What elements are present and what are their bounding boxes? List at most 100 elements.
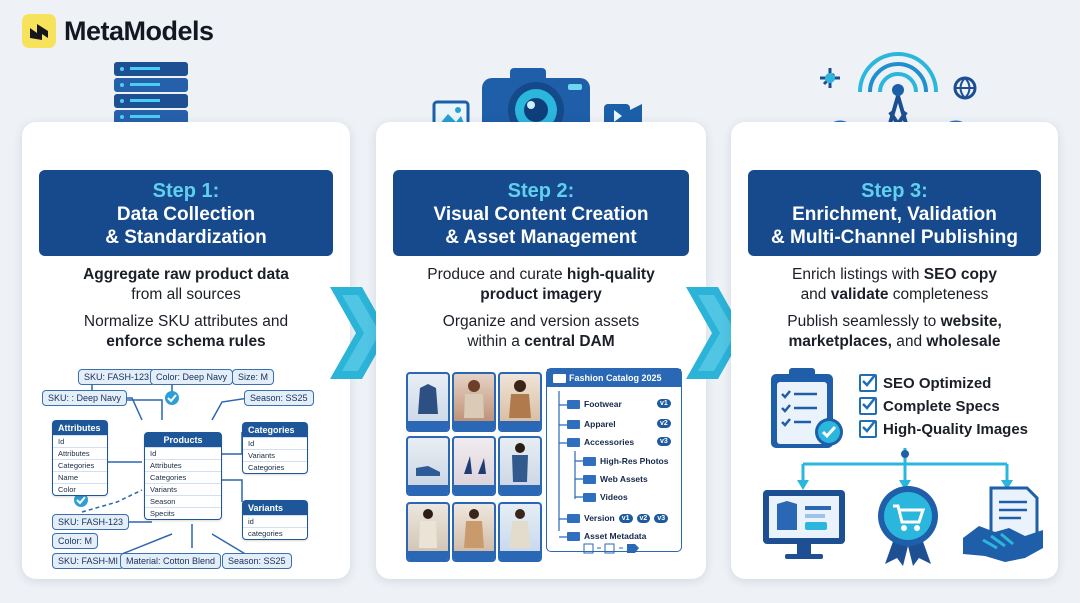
step-3-card: Step 3: Enrichment, Validation & Multi-C… [731, 122, 1058, 579]
table-row: Season [145, 495, 221, 507]
desc-text: Publish seamlessly to [787, 313, 937, 330]
tree-item-label: Apparel [584, 419, 616, 429]
desc-bold: Aggregate raw product data [83, 266, 289, 283]
chevron-right-icon [330, 287, 388, 379]
season-tag: Season: SS25 [222, 553, 292, 569]
desc-bold: high-quality [566, 266, 655, 283]
desc-bold: wholesale [926, 333, 1001, 350]
step-2-title-line1: Visual Content Creation [433, 204, 649, 225]
product-photo[interactable] [498, 436, 542, 496]
step-1-title-line1: Data Collection [116, 204, 256, 225]
chevron-right-icon [686, 287, 744, 379]
catalog-title-text: Fashion Catalog 2025 [569, 373, 662, 383]
globe-icon [953, 76, 977, 100]
tree-item-asset-metadata[interactable]: Asset Metadata [567, 531, 646, 541]
folder-icon [567, 437, 580, 447]
product-photo[interactable] [498, 372, 542, 432]
product-photo[interactable] [452, 502, 496, 562]
desc-text: Produce and curate [427, 266, 563, 283]
checkbox-checked-icon [859, 374, 877, 392]
step-1-desc-2: Normalize SKU attributes and enforce sch… [28, 312, 344, 352]
satellite-icon [820, 68, 840, 88]
season-tag: Season: SS25 [244, 390, 314, 406]
step-3-desc-2: Publish seamlessly to website, marketpla… [737, 312, 1052, 352]
tree-item-videos[interactable]: Videos [583, 492, 628, 502]
tree-item-label: Videos [600, 492, 628, 502]
desc-text: from all sources [131, 286, 241, 303]
product-photo[interactable] [452, 436, 496, 496]
step-1-banner: Step 1: Data Collection & Standardizatio… [39, 170, 333, 256]
folder-icon [567, 513, 580, 523]
tree-item-web-assets[interactable]: Web Assets [583, 474, 648, 484]
sku-tag: SKU: : Deep Navy [42, 390, 128, 406]
tree-item-apparel[interactable]: Apparel [567, 419, 616, 429]
tree-item-label: Accessories [584, 437, 635, 447]
table-row: Attributes [145, 459, 221, 471]
variants-table: Variants id categories [242, 500, 308, 540]
checklist-item: SEO Optimized [859, 374, 991, 392]
monitor-store-icon [763, 490, 845, 559]
folder-icon [583, 492, 596, 502]
product-photo[interactable] [452, 372, 496, 432]
table-row: Id [243, 437, 307, 449]
checklist-label: High-Quality Images [883, 420, 1029, 438]
desc-text: and [896, 333, 923, 350]
desc-bold: product imagery [480, 286, 602, 303]
step-2-desc-2: Organize and version assets within a cen… [382, 312, 700, 352]
folder-icon [567, 399, 580, 409]
table-row: Color [53, 483, 107, 495]
marketplace-badge-icon [878, 486, 938, 566]
table-row: id [243, 515, 307, 527]
desc-text: Enrich listings with [791, 266, 920, 283]
step-1-card: Step 1: Data Collection & Standardizatio… [22, 122, 350, 579]
brand-name: MetaModels [64, 15, 214, 46]
table-row: Categories [53, 459, 107, 471]
desc-text: Normalize SKU attributes and [83, 313, 289, 330]
version-badge: v1 [657, 399, 671, 408]
folder-icon [553, 374, 566, 383]
table-title: Attributes [53, 421, 107, 435]
step-2-label: Step 2: [507, 180, 575, 202]
folder-icon [567, 419, 580, 429]
step-2-card: Step 2: Visual Content Creation & Asset … [376, 122, 706, 579]
table-row: Variants [145, 483, 221, 495]
categories-table: Categories Id Variants Categories [242, 422, 308, 474]
table-row: Name [53, 471, 107, 483]
checkbox-checked-icon [859, 420, 877, 438]
dam-catalog-panel: Fashion Catalog 2025 Footwear v1 Apparel… [546, 368, 682, 554]
desc-bold: central DAM [524, 333, 615, 350]
checklist-item: High-Quality Images [859, 420, 1028, 438]
desc-text: completeness [892, 286, 989, 303]
step-3-label: Step 3: [861, 180, 928, 202]
desc-text: Organize and version assets [442, 313, 640, 330]
handshake-contract-icon [963, 486, 1043, 562]
tag-icon [627, 544, 639, 553]
product-photo[interactable] [406, 436, 450, 496]
table-title: Products [145, 433, 221, 447]
material-tag: Material: Cotton Blend [120, 553, 222, 569]
version-badge: v3 [657, 437, 671, 446]
product-photo[interactable] [498, 502, 542, 562]
tree-item-version[interactable]: Version v1 v2 v3 [567, 513, 669, 523]
product-photo[interactable] [406, 502, 450, 562]
desc-text: within a [467, 333, 520, 350]
step-1-desc-1: Aggregate raw product data from all sour… [28, 265, 344, 305]
step-3-title-line2: & Multi-Channel Publishing [771, 227, 1018, 248]
product-photo[interactable] [406, 372, 450, 432]
version-badge: v2 [657, 419, 671, 428]
tree-item-accessories[interactable]: Accessories [567, 437, 634, 447]
table-row: categories [243, 527, 307, 539]
step-3-title-line1: Enrichment, Validation [792, 204, 997, 225]
table-row: Specits [145, 507, 221, 519]
checkbox-checked-icon [859, 397, 877, 415]
tree-item-label: Footwear [584, 399, 622, 409]
table-row: Id [53, 435, 107, 447]
clipboard-check-icon [771, 368, 843, 448]
desc-text: and [800, 286, 827, 303]
metadata-icons [583, 543, 639, 554]
tree-item-footwear[interactable]: Footwear [567, 399, 622, 409]
catalog-title: Fashion Catalog 2025 [547, 369, 681, 387]
tree-item-high-res-photos[interactable]: High-Res Photos [583, 456, 668, 466]
size-tag: Size: M [232, 369, 275, 385]
table-row: Attributes [53, 447, 107, 459]
